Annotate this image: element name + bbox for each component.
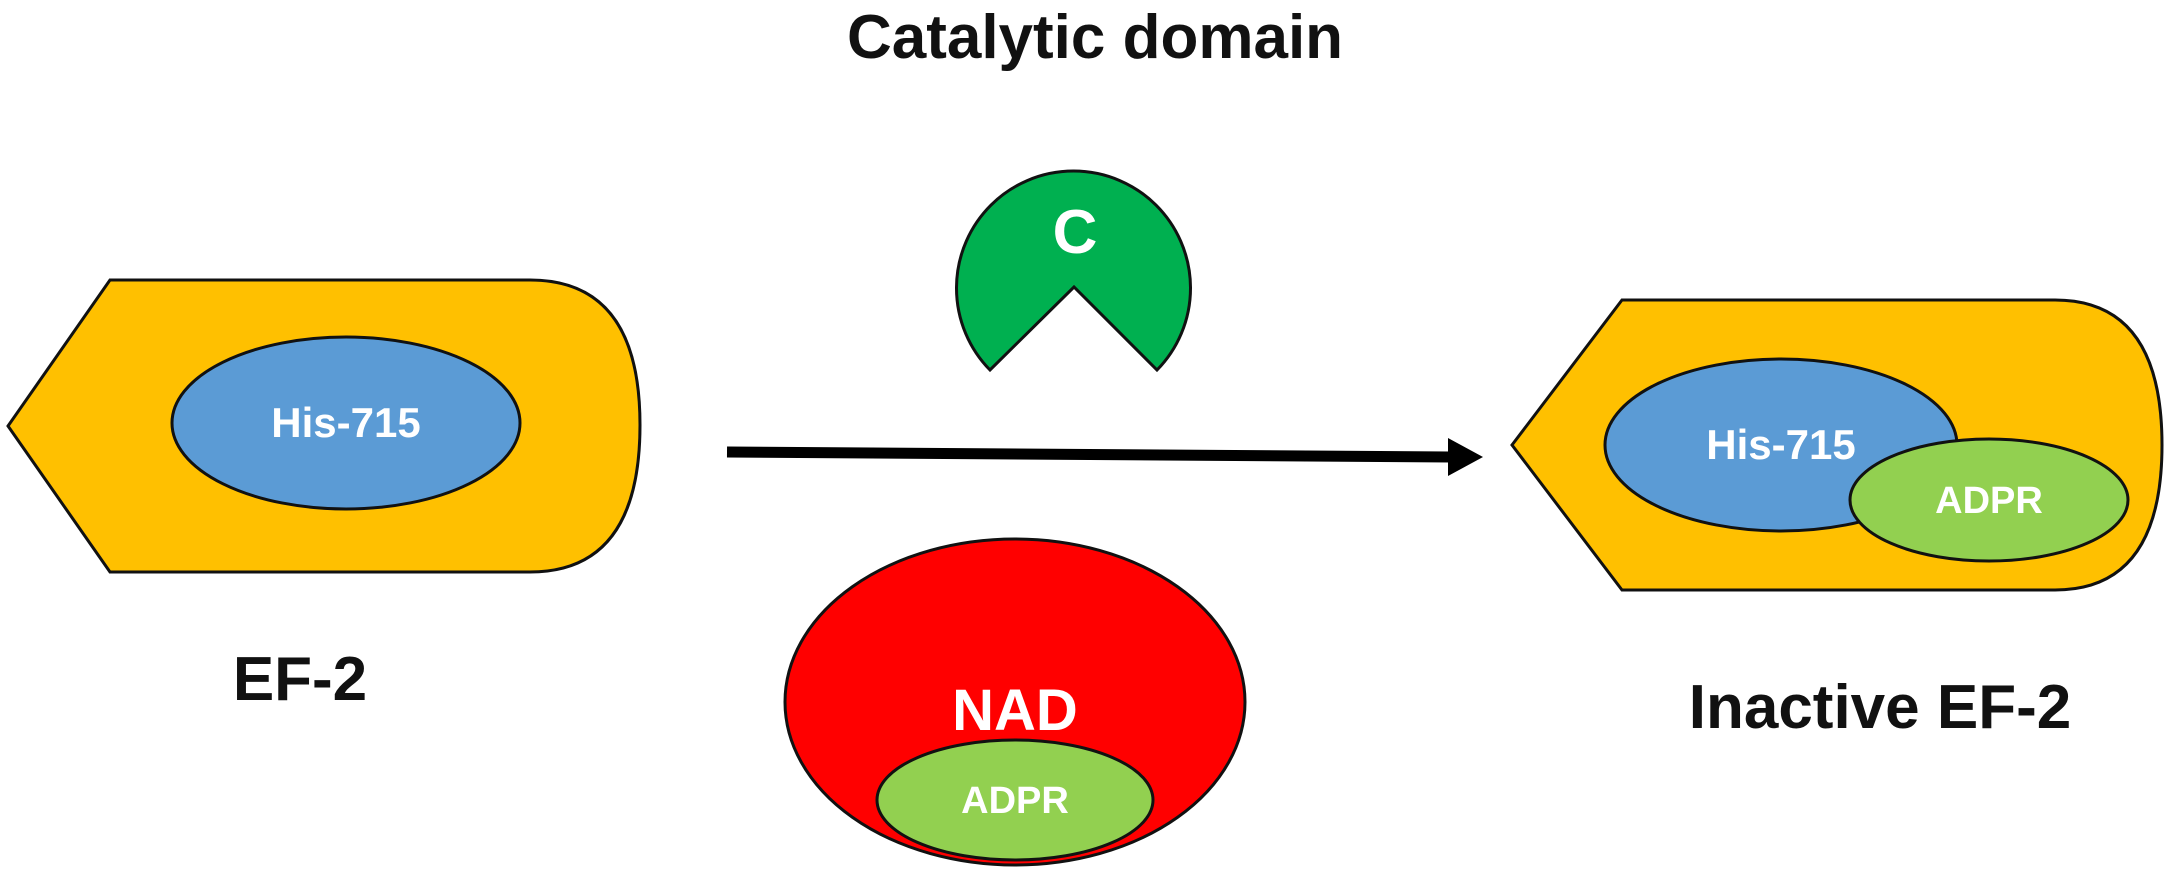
diagram-title: Catalytic domain	[847, 3, 1343, 72]
ef2-caption: EF-2	[233, 645, 367, 714]
inactive-ef2-adpr-adduct	[1848, 437, 2130, 563]
catalytic-domain-shape	[955, 169, 1192, 373]
ef2-his715-site	[170, 335, 522, 511]
catalytic-domain-letter: C	[1053, 198, 1098, 267]
nad-label: NAD	[952, 678, 1078, 743]
ef2-molecule: His-715	[6, 278, 642, 574]
nad-molecule: NAD ADPR	[783, 537, 1247, 867]
reaction-arrow	[726, 438, 1483, 476]
arrow-head	[1448, 438, 1483, 476]
inactive-ef2-molecule: His-715 ADPR	[1510, 298, 2164, 592]
nad-adpr-moiety	[875, 738, 1155, 862]
arrow-shaft	[726, 446, 1451, 463]
inactive-ef2-caption: Inactive EF-2	[1689, 673, 2071, 742]
catalytic-domain: C	[955, 169, 1192, 373]
nad-adpr-label: ADPR	[961, 780, 1069, 822]
ef2-his715-label: His-715	[271, 399, 420, 446]
inactive-ef2-his715-label: His-715	[1706, 421, 1855, 468]
inactive-ef2-adpr-label: ADPR	[1935, 480, 2043, 522]
